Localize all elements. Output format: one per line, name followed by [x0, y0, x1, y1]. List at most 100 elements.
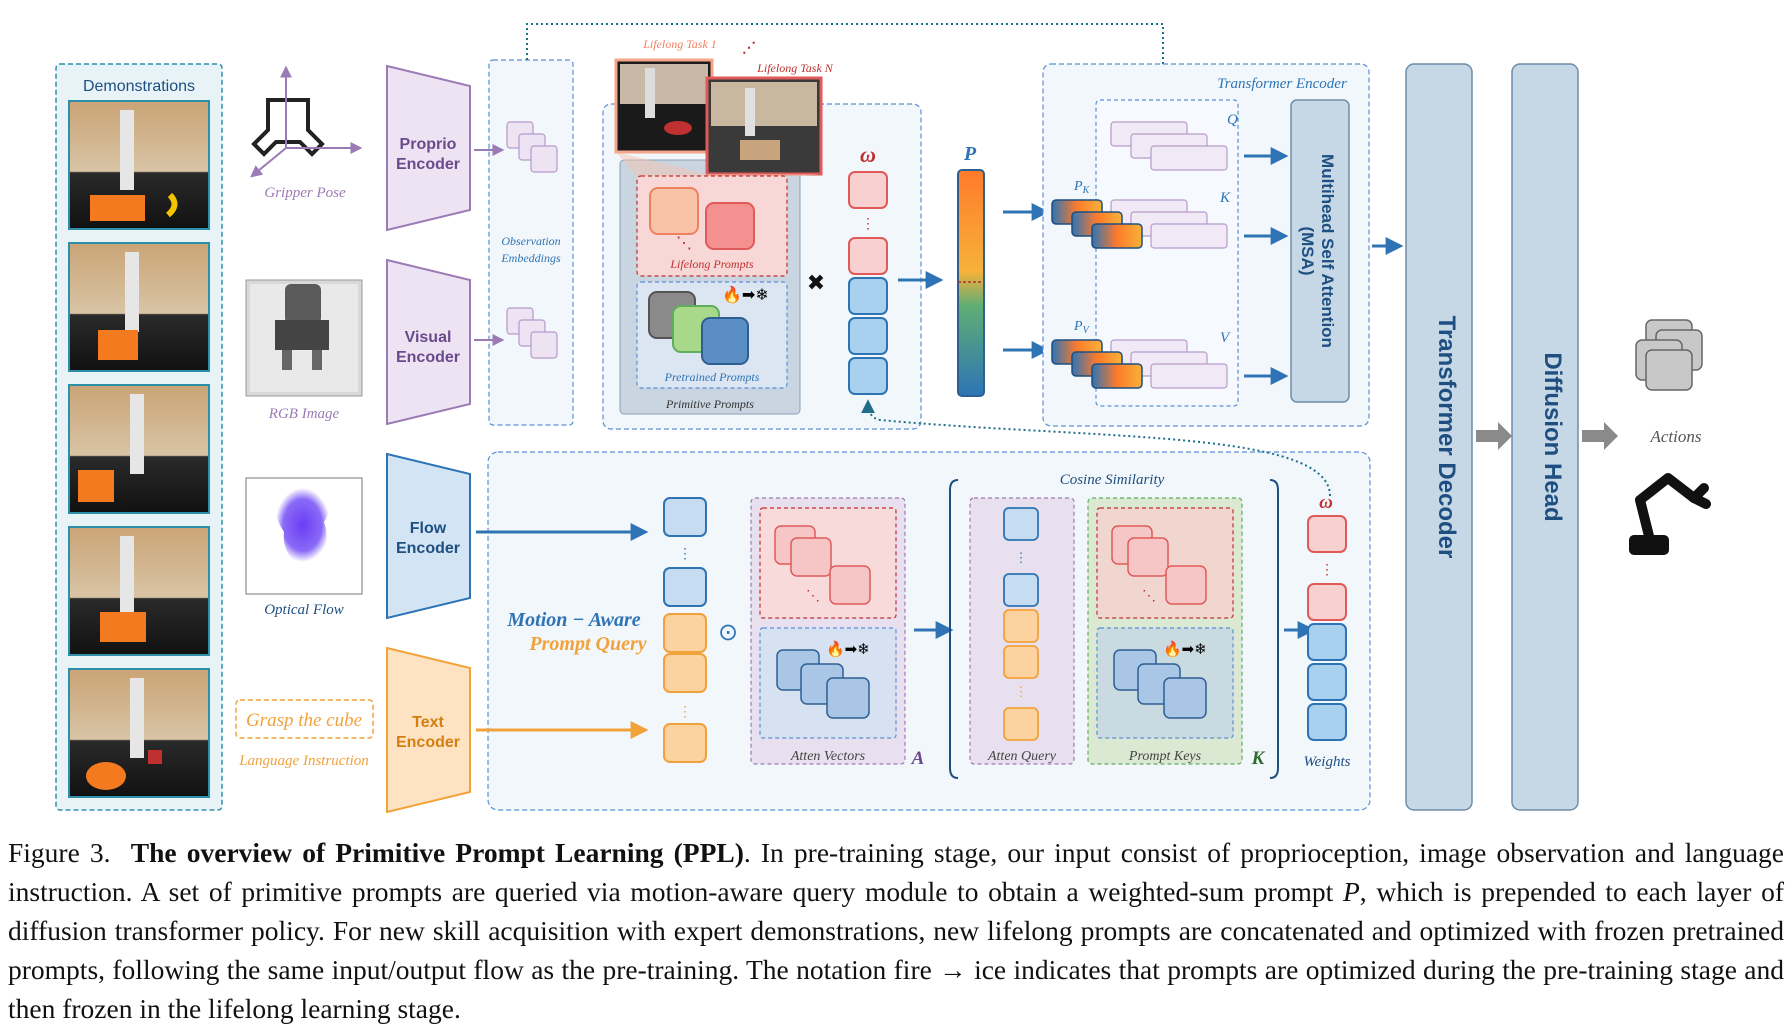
msa-label-2: (MSA) — [1298, 226, 1317, 275]
prompt-keys-lifelong-items — [1111, 525, 1207, 605]
k-label: K — [1219, 190, 1231, 206]
v-label: V — [1220, 330, 1231, 346]
svg-text:⋮: ⋮ — [678, 545, 692, 561]
q-label: Q — [1227, 112, 1238, 128]
pretrained-prompt-blue — [701, 317, 749, 365]
decoder-to-diffusion-arrow — [1476, 422, 1512, 450]
rgb-image-label: RGB Image — [268, 406, 340, 422]
grasp-the-cube-text: Grasp the cube — [246, 710, 362, 731]
demo-frame-2 — [68, 242, 210, 372]
msa-block — [1290, 99, 1350, 403]
pv-prompts — [1051, 339, 1143, 389]
svg-text:⋮: ⋮ — [861, 215, 875, 231]
omega-weights-top: ⋮ — [848, 171, 888, 395]
cosine-bracket-right — [1269, 479, 1279, 779]
k-tokens — [1110, 199, 1228, 249]
hadamard-symbol: ⊙ — [718, 618, 738, 646]
demo-frame-1 — [68, 100, 210, 230]
caption-prefix: Figure 3. — [8, 837, 111, 868]
caption-title: The overview of Primitive Prompt Learnin… — [130, 837, 744, 868]
demo-frame-5 — [68, 668, 210, 798]
qkv-panel — [1095, 99, 1239, 407]
visual-embeddings — [506, 307, 558, 359]
ellipsis-tasks: ⋰ — [742, 39, 756, 55]
caption-body-2: , which is prepended to each layer of di… — [8, 876, 1784, 1024]
multiply-symbol: ✖ — [807, 271, 825, 296]
transformer-encoder-label: Transformer Encoder — [1217, 76, 1347, 92]
svg-text:⋮: ⋮ — [1015, 684, 1028, 699]
svg-text:Text: Text — [412, 714, 444, 731]
svg-text:Visual: Visual — [405, 329, 452, 346]
k-big-label: K — [1251, 748, 1266, 769]
keys-lifelong-dots: ⋱ — [1142, 587, 1156, 603]
atten-vectors-label: Atten Vectors — [790, 749, 866, 764]
flow-encoder: Flow Encoder — [386, 452, 471, 620]
a-label: A — [911, 748, 925, 769]
observation-embeddings-label-1: Observation — [501, 234, 560, 248]
atten-query-label: Atten Query — [987, 749, 1057, 764]
omega-label-top: ω — [860, 142, 876, 167]
demonstrations-label: Demonstrations — [83, 78, 195, 95]
actions-label: Actions — [1650, 427, 1702, 446]
cosine-similarity-label: Cosine Similarity — [1060, 472, 1165, 488]
lifelong-prompts-label: Lifelong Prompts — [669, 257, 754, 271]
lifelong-task-n-image — [705, 76, 823, 176]
ppl-architecture-diagram: Demonstrations Gripper Pose RGB Image Op… — [55, 23, 1711, 814]
fire-to-ice-icon-3: 🔥➡❄ — [1163, 640, 1207, 658]
atten-vectors-lifelong-items — [774, 525, 871, 605]
transformer-decoder-block — [1405, 63, 1473, 811]
caption-p: P — [1342, 876, 1360, 907]
pretrained-prompts-label: Pretrained Prompts — [664, 370, 760, 384]
lifelong-task-1-image — [614, 58, 714, 154]
diffusion-head-label: Diffusion Head — [1539, 352, 1566, 521]
actions-icon — [1635, 319, 1703, 391]
transformer-decoder-label: Transformer Decoder — [1433, 316, 1460, 559]
diffusion-head-block — [1511, 63, 1579, 811]
rgb-image — [245, 279, 363, 397]
gripper-pose-icon — [251, 98, 325, 157]
motion-aware-label: Motion − Aware — [506, 609, 640, 631]
svg-text:Proprio: Proprio — [400, 136, 457, 153]
svg-text:Encoder: Encoder — [396, 540, 460, 557]
gripper-pose-label: Gripper Pose — [264, 185, 346, 201]
visual-encoder: Visual Encoder — [386, 258, 471, 426]
weights-label: Weights — [1304, 754, 1351, 770]
svg-text:⋮: ⋮ — [1015, 550, 1028, 565]
proprio-encoder: Proprio Encoder — [386, 64, 471, 232]
pk-label: PK — [1073, 179, 1091, 196]
gripper-axes — [250, 65, 363, 178]
atten-vectors-pretrained-items — [776, 649, 870, 719]
weights-to-omega-dotted — [861, 399, 1331, 497]
pk-prompts — [1051, 199, 1143, 249]
demo-frames — [68, 100, 210, 798]
svg-text:Encoder: Encoder — [396, 734, 460, 751]
q-tokens — [1110, 121, 1228, 171]
omega-label-bottom: ω — [1319, 492, 1333, 513]
demo-frame-3 — [68, 384, 210, 514]
p-label: P — [963, 143, 977, 165]
optical-flow-image — [245, 477, 363, 595]
lifelong-task-funnel — [616, 152, 820, 176]
pv-label: PV — [1073, 319, 1091, 336]
lifelong-prompt-dots: ⋱ — [676, 235, 692, 252]
weighted-prompt-p — [957, 169, 985, 397]
language-instruction-label: Language Instruction — [238, 753, 369, 769]
cosine-bracket-left — [949, 479, 959, 779]
query-vectors: ⋮ ⋮ — [663, 497, 707, 763]
svg-text:Encoder: Encoder — [396, 349, 460, 366]
lifelong-prompt-1 — [649, 187, 699, 235]
diffusion-to-actions-arrow — [1582, 422, 1618, 450]
optical-flow-label: Optical Flow — [264, 602, 344, 618]
weights-column: ⋮ — [1307, 515, 1347, 741]
svg-text:Encoder: Encoder — [396, 156, 460, 173]
svg-text:⋮: ⋮ — [1320, 561, 1334, 577]
proprio-embeddings — [506, 121, 558, 173]
figure-caption: Figure 3. The overview of Primitive Prom… — [8, 833, 1784, 1028]
lifelong-task-n-label: Lifelong Task N — [756, 61, 834, 75]
grasp-the-cube-box — [235, 699, 374, 739]
atten-lifelong-dots: ⋱ — [806, 587, 820, 603]
observation-embeddings-label-2: Embeddings — [500, 251, 561, 265]
lifelong-prompt-n — [705, 202, 755, 250]
primitive-prompts-label: Primitive Prompts — [665, 397, 754, 411]
demo-frame-4 — [68, 526, 210, 656]
